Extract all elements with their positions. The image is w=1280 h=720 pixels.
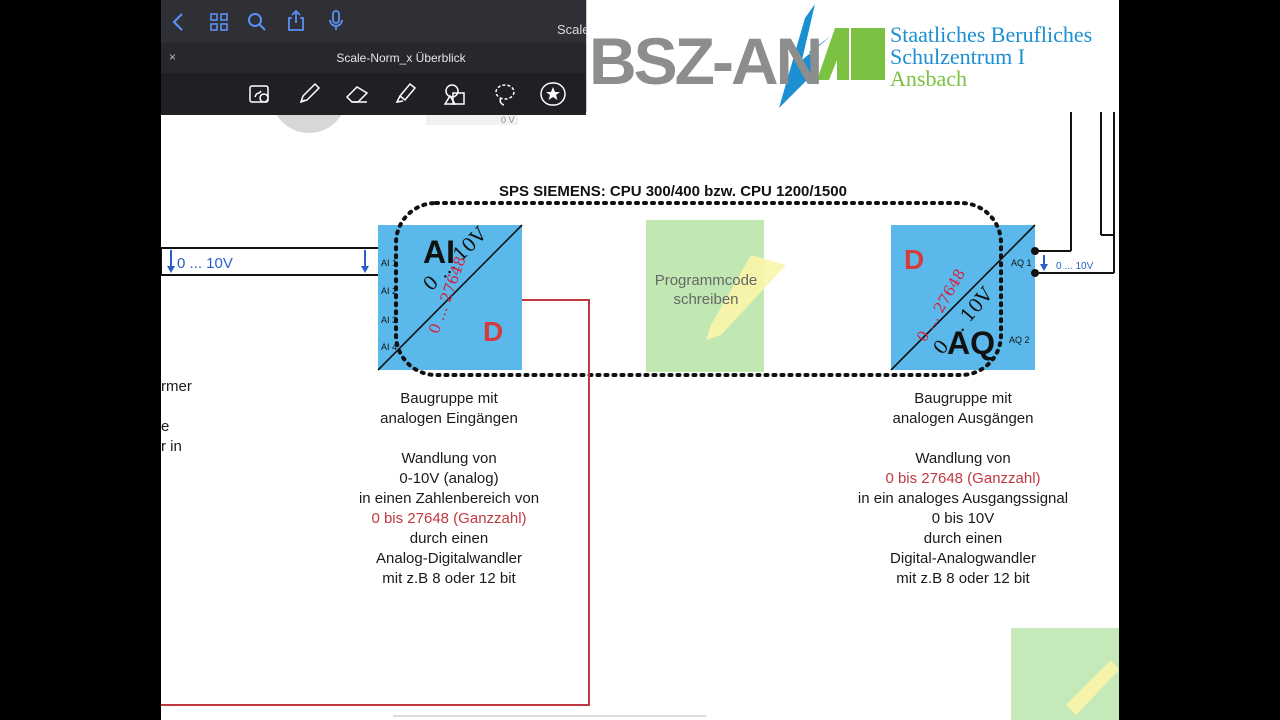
logo-school-name: Staatliches Berufliches Schulzentrum I A… [890, 24, 1092, 90]
aq-caption-line-7: durch einen [923, 530, 1003, 547]
aq-big-label: AQ [947, 325, 995, 361]
aq-caption-line-2: analogen Ausgängen [892, 410, 1034, 427]
left-cut-text-3: r in [161, 438, 182, 455]
aq-caption: Baugruppe mit analogen Ausgängen Wandlun… [823, 389, 1103, 589]
aq-caption-line-8: Digital-Analogwandler [890, 550, 1036, 567]
app-toolbar: Scale × Scale-Norm_x Überblick [161, 0, 590, 115]
aq-d-label: D [904, 244, 925, 275]
grid-icon[interactable] [209, 12, 229, 32]
ai-caption-line-1: Baugruppe mit [400, 390, 498, 407]
ai-channel-2: AI 2 [381, 286, 398, 296]
sps-title: SPS SIEMENS: CPU 300/400 bzw. CPU 1200/1… [499, 183, 847, 200]
aq-caption-line-4: 0 bis 27648 (Ganzzahl) [885, 470, 1041, 487]
ai-channel-3: AI 3 [381, 315, 398, 325]
ai-caption-line-6: 0 bis 27648 (Ganzzahl) [371, 510, 527, 527]
star-icon[interactable] [540, 82, 566, 111]
nav-bar [161, 0, 586, 43]
logo-graphic [779, 4, 885, 108]
document-title: Scale-Norm_x Überblick [336, 51, 466, 65]
diagram-drawing [161, 57, 1119, 720]
logo-school-line-3: Ansbach [890, 66, 967, 91]
left-cut-text-1: rmer [161, 378, 192, 395]
ai-caption-line-8: Analog-Digitalwandler [376, 550, 522, 567]
program-line-1: Programmcode [654, 272, 758, 289]
logo-school-line-2: Schulzentrum I [890, 44, 1026, 69]
right-signal-label: 0 ... 10V [1056, 261, 1094, 272]
ai-channel-4: AI 4 [381, 342, 398, 352]
tool-bar [161, 73, 586, 115]
aq-caption-line-6: 0 bis 10V [931, 510, 995, 527]
aq-caption-line-3: Wandlung von [915, 450, 1011, 467]
tab-bar [161, 43, 586, 73]
back-icon[interactable] [172, 12, 184, 32]
school-logo: BSZ-AN Staatliches Berufliches Schulzent… [586, 0, 1119, 112]
close-tab-icon[interactable]: × [169, 50, 177, 64]
ai-big-label: AI [423, 234, 455, 270]
ai-caption-line-3: Wandlung von [401, 450, 497, 467]
eraser-icon[interactable] [344, 82, 370, 111]
faded-value-label: 0 V [501, 115, 515, 125]
aq-caption-line-9: mit z.B 8 oder 12 bit [896, 570, 1030, 587]
aq-channel-1: AQ 1 [1011, 258, 1032, 268]
program-label: Programmcode schreiben [641, 271, 771, 309]
aq-channel-2: AQ 2 [1009, 335, 1030, 345]
pen-icon[interactable] [297, 82, 321, 111]
shapes-icon[interactable] [442, 82, 468, 111]
left-signal-label: 0 ... 10V [177, 255, 233, 272]
ai-caption-line-7: durch einen [409, 530, 489, 547]
ai-caption: Baugruppe mit analogen Eingängen Wandlun… [319, 389, 579, 589]
window-title: Scale [557, 22, 590, 37]
lasso-zoom-icon[interactable] [248, 82, 272, 111]
aq-caption-line-1: Baugruppe mit [914, 390, 1012, 407]
notes-canvas[interactable]: SPS SIEMENS: CPU 300/400 bzw. CPU 1200/1… [161, 0, 1119, 720]
ai-caption-line-2: analogen Eingängen [380, 410, 518, 427]
search-icon[interactable] [247, 12, 267, 32]
program-line-2: schreiben [673, 291, 739, 308]
highlighter-icon[interactable] [394, 82, 418, 111]
ai-caption-line-5: in einen Zahlenbereich von [358, 490, 540, 507]
logo-school-line-1: Staatliches Berufliches [890, 22, 1093, 47]
ai-d-label: D [483, 316, 504, 347]
microphone-icon[interactable] [328, 10, 344, 32]
logo-letters: BSZ-AN [589, 24, 823, 98]
ai-caption-line-4: 0-10V (analog) [399, 470, 499, 487]
aq-caption-line-5: in ein analoges Ausgangssignal [857, 490, 1069, 507]
lasso-icon[interactable] [493, 82, 517, 113]
ai-caption-line-9: mit z.B 8 oder 12 bit [382, 570, 516, 587]
share-icon[interactable] [287, 10, 305, 32]
ai-channel-1: AI 1 [381, 258, 398, 268]
left-cut-text-2: e [161, 418, 170, 435]
